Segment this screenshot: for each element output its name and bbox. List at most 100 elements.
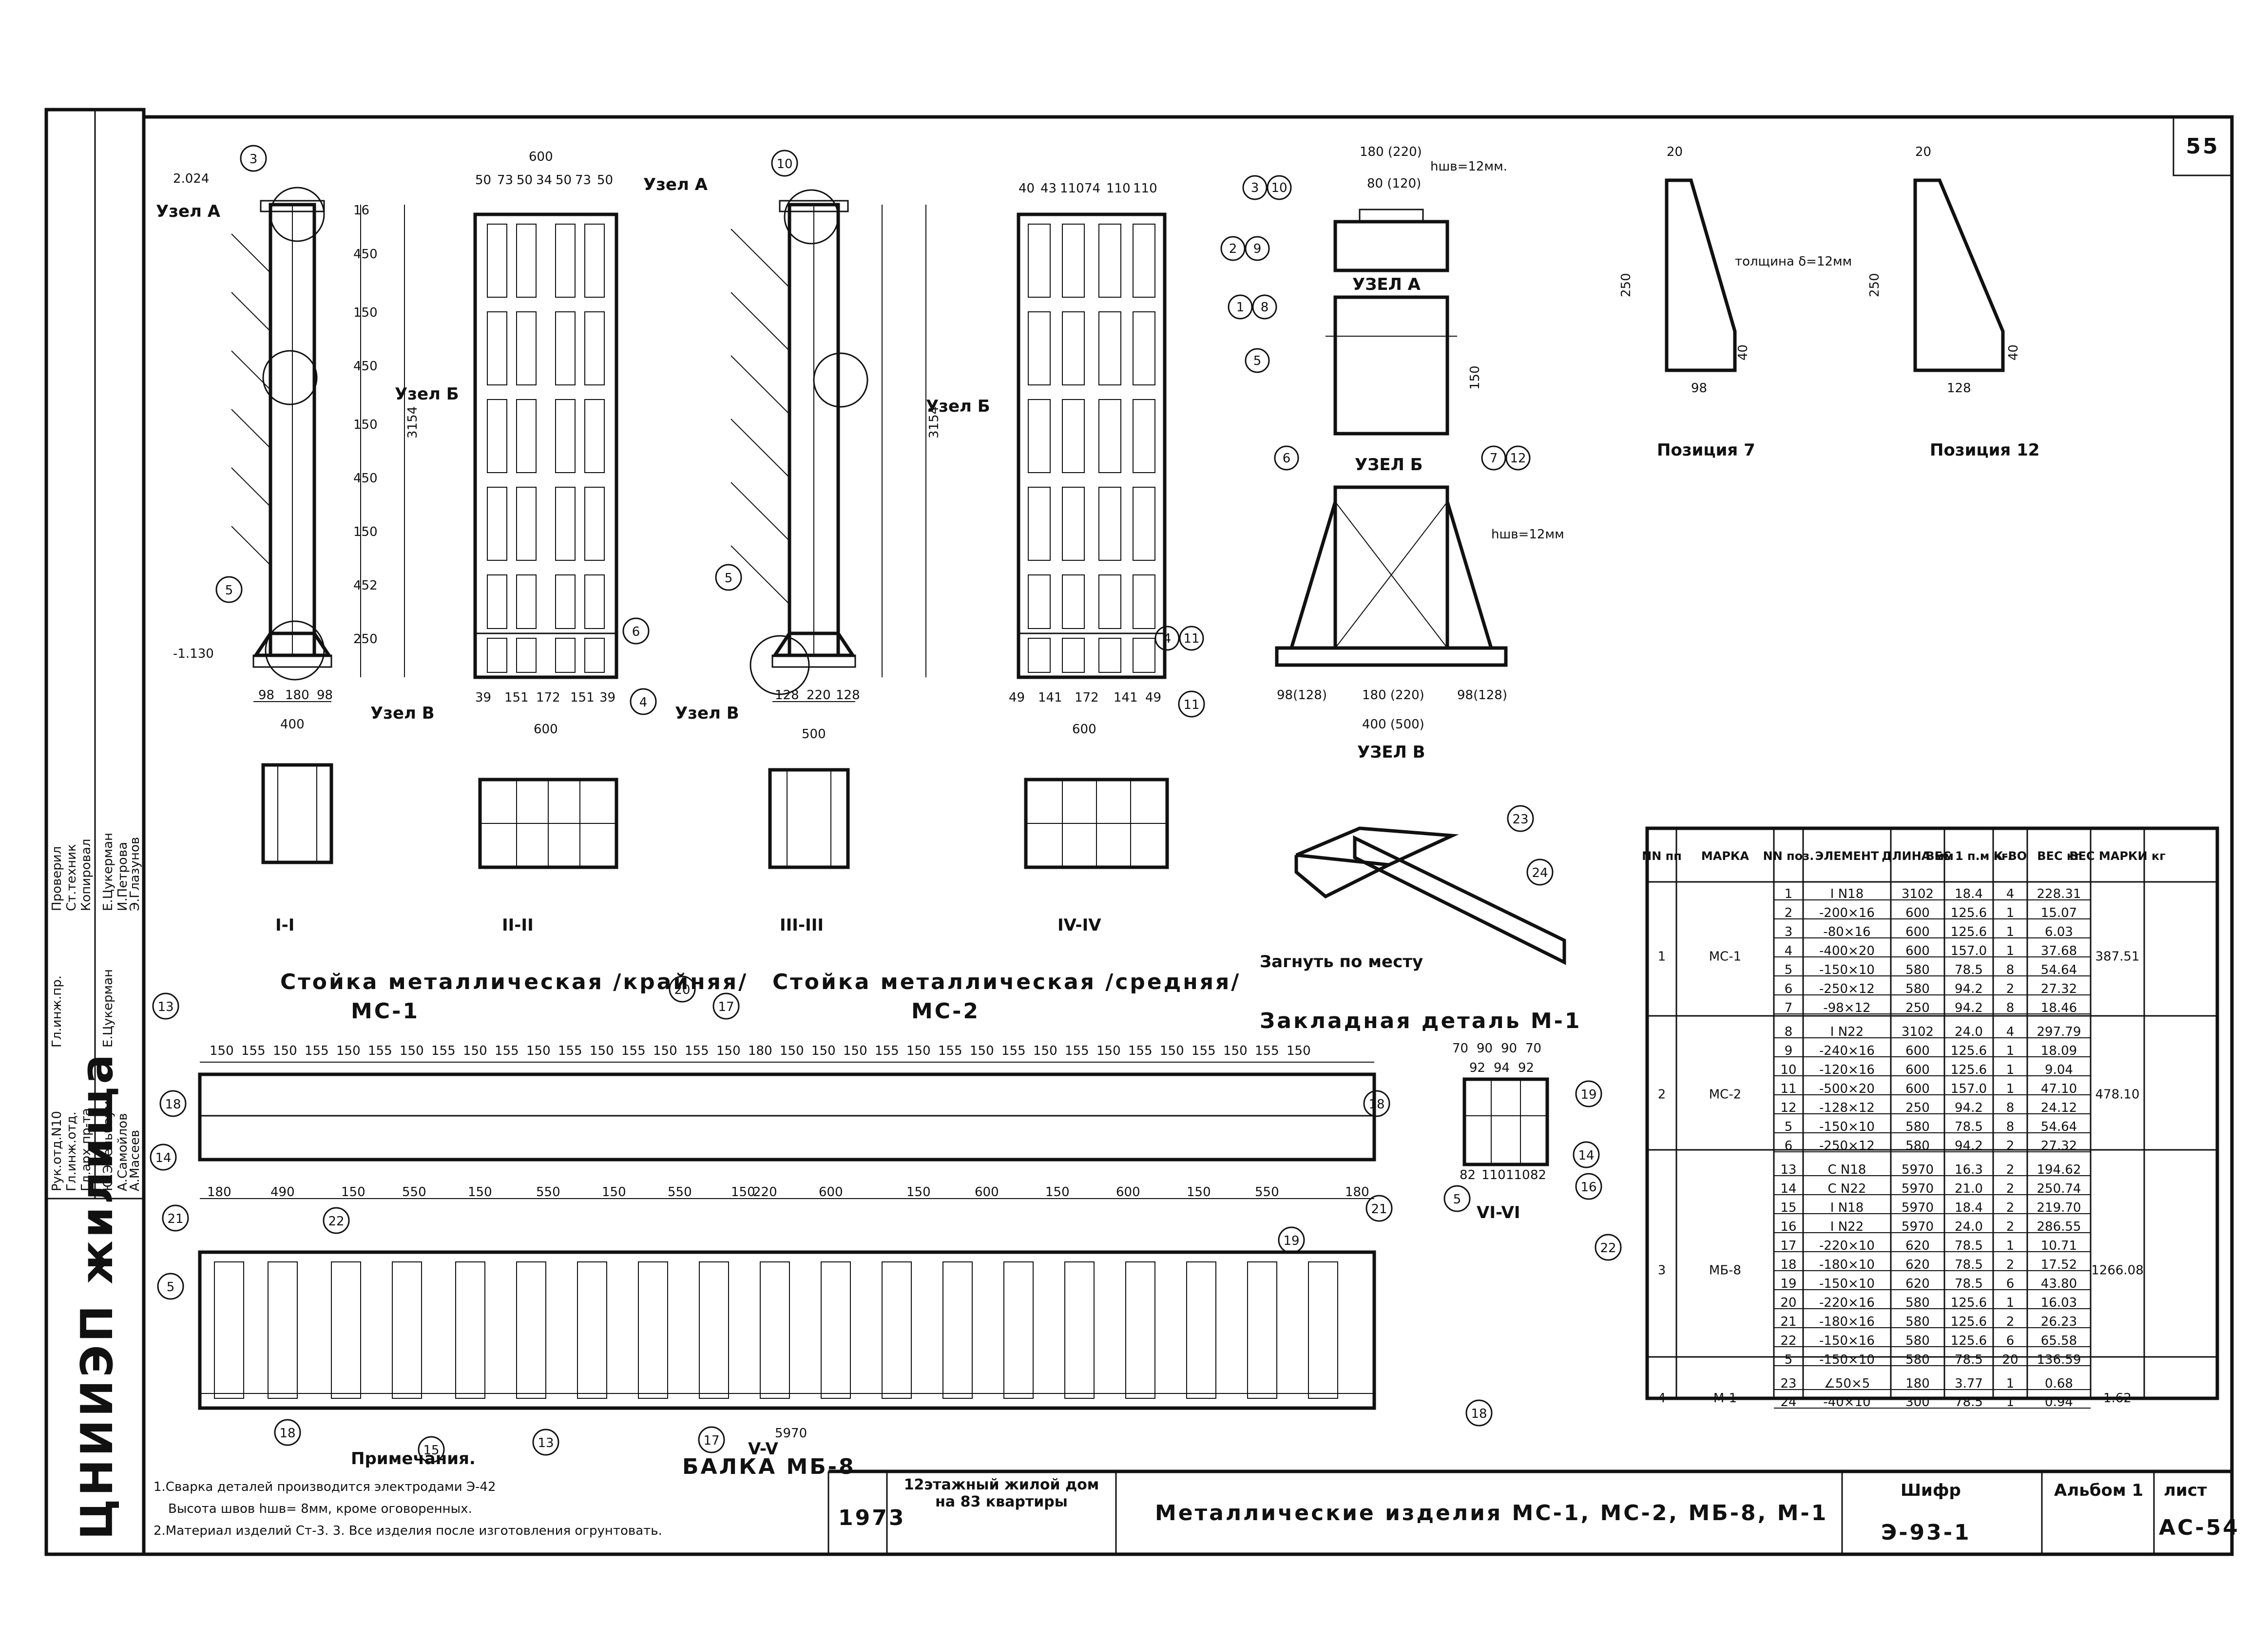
svg-text:150: 150 <box>336 1044 361 1058</box>
svg-text:550: 550 <box>1255 1185 1279 1200</box>
table-cell: 1 <box>2006 1239 2015 1253</box>
table-cell: 1 <box>2006 906 2015 920</box>
table-cell: 580 <box>1905 1296 1930 1310</box>
node-v-title: УЗЕЛ В <box>1357 743 1425 762</box>
table-cell: 15.07 <box>2041 906 2077 920</box>
mark-2024: 2.024 <box>173 172 209 186</box>
svg-text:110: 110 <box>1133 181 1157 196</box>
table-cell: 600 <box>1905 944 1930 958</box>
table-cell: 620 <box>1905 1258 1930 1272</box>
svg-text:155: 155 <box>1192 1044 1216 1058</box>
table-cell: 219.70 <box>2037 1201 2081 1215</box>
section-4-drawing <box>1024 778 1169 869</box>
table-cell: 54.64 <box>2041 1120 2077 1134</box>
column-mc2-mark: МС-2 <box>911 999 980 1024</box>
table-cell: 620 <box>1905 1239 1930 1253</box>
svg-text:155: 155 <box>685 1044 709 1058</box>
table-cell: -150×10 <box>1819 1120 1875 1134</box>
table-cell: 94.2 <box>1955 1001 1983 1015</box>
col1-side-width: 600 <box>529 150 553 164</box>
table-cell: 600 <box>1905 1044 1930 1058</box>
table-cell: 5 <box>1785 1353 1793 1367</box>
node-v-total: 400 (500) <box>1362 717 1424 732</box>
svg-text:600: 600 <box>819 1185 843 1200</box>
svg-text:82: 82 <box>1530 1168 1546 1182</box>
embed-m1-title: Закладная деталь М-1 <box>1260 1009 1582 1033</box>
table-cell: 136.59 <box>2037 1353 2081 1367</box>
table-group-mark: М-1 <box>1713 1391 1737 1406</box>
svg-text:11: 11 <box>1183 631 1199 646</box>
svg-text:150: 150 <box>353 418 378 432</box>
table-cell: -250×12 <box>1819 1139 1875 1153</box>
table-cell: 250 <box>1905 1001 1930 1015</box>
svg-text:110: 110 <box>1481 1168 1506 1182</box>
table-cell: 2 <box>2006 1139 2015 1153</box>
svg-text:Гл.инж.отд.: Гл.инж.отд. <box>64 1111 79 1191</box>
svg-text:18: 18 <box>1471 1407 1487 1421</box>
callout-4-col1side: 4 <box>630 688 657 715</box>
svg-text:150: 150 <box>906 1044 931 1058</box>
pos7-title: Позиция 7 <box>1657 440 1755 460</box>
table-cell: 250 <box>1905 1101 1930 1115</box>
svg-text:А.Самойлов: А.Самойлов <box>115 1113 130 1191</box>
svg-text:16: 16 <box>1580 1180 1596 1195</box>
column-mc1-title: Стойка металлическая /крайняя/ <box>280 970 748 994</box>
table-cell: 2 <box>1785 906 1793 920</box>
table-cell: 6 <box>1785 1139 1793 1153</box>
table-cell: 5 <box>1785 963 1793 977</box>
table-group-mark: МБ-8 <box>1709 1263 1741 1278</box>
table-cell: 14 <box>1780 1182 1796 1196</box>
svg-text:150: 150 <box>1160 1044 1184 1058</box>
table-cell: 3102 <box>1902 1025 1934 1039</box>
column-mc2-title: Стойка металлическая /средняя/ <box>772 970 1241 994</box>
pos12-width: 128 <box>1947 381 1971 396</box>
table-cell: 580 <box>1905 1120 1930 1134</box>
table-cell: 1 <box>1785 887 1793 901</box>
table-cell: -220×16 <box>1819 1296 1875 1310</box>
table-cell: 4 <box>1785 944 1793 958</box>
svg-text:19: 19 <box>1580 1087 1596 1102</box>
svg-text:150: 150 <box>1287 1044 1311 1058</box>
table-cell: 18.46 <box>2041 1001 2077 1015</box>
table-cell: 5970 <box>1902 1182 1934 1196</box>
pos12-foot: 40 <box>2006 344 2021 361</box>
svg-text:МАРКА: МАРКА <box>1701 849 1749 863</box>
svg-text:550: 550 <box>402 1185 426 1200</box>
svg-text:6: 6 <box>1283 451 1291 466</box>
table-cell: 17 <box>1780 1239 1796 1253</box>
table-cell: -220×10 <box>1819 1239 1875 1253</box>
svg-text:155: 155 <box>875 1044 899 1058</box>
table-cell: -150×16 <box>1819 1334 1875 1348</box>
table-cell: 125.6 <box>1951 1296 1987 1310</box>
plate-thickness: толщина δ=12мм <box>1735 254 1852 269</box>
table-cell: 180 <box>1905 1376 1930 1391</box>
year: 1973 <box>838 1506 905 1530</box>
table-group-mark: МС-1 <box>1709 950 1742 964</box>
svg-text:150: 150 <box>526 1044 551 1058</box>
svg-text:600: 600 <box>975 1185 999 1200</box>
table-cell: 27.32 <box>2041 982 2077 996</box>
table-group-number: 4 <box>1658 1391 1666 1406</box>
svg-text:70: 70 <box>1525 1041 1541 1056</box>
sheet-number: 55 <box>2186 134 2219 159</box>
table-cell: 125.6 <box>1951 1315 1987 1329</box>
svg-text:Гл.арх.пр-та: Гл.арх.пр-та <box>79 1108 94 1191</box>
svg-text:6: 6 <box>632 625 640 639</box>
table-cell: 8 <box>2006 1120 2015 1134</box>
table-cell: 13 <box>1780 1163 1796 1177</box>
table-cell: 3102 <box>1902 887 1934 901</box>
section-3-drawing <box>768 768 850 869</box>
table-cell: 580 <box>1905 1139 1930 1153</box>
table-cell: -120×16 <box>1819 1063 1875 1077</box>
svg-text:NN пп: NN пп <box>1642 849 1682 863</box>
table-cell: 7 <box>1785 1001 1793 1015</box>
section-2-title: II-II <box>502 915 534 935</box>
svg-text:150: 150 <box>653 1044 677 1058</box>
mark-1130: -1.130 <box>173 647 214 661</box>
list-label: лист <box>2164 1481 2207 1500</box>
svg-text:128: 128 <box>836 688 860 703</box>
svg-text:141: 141 <box>1038 690 1062 705</box>
